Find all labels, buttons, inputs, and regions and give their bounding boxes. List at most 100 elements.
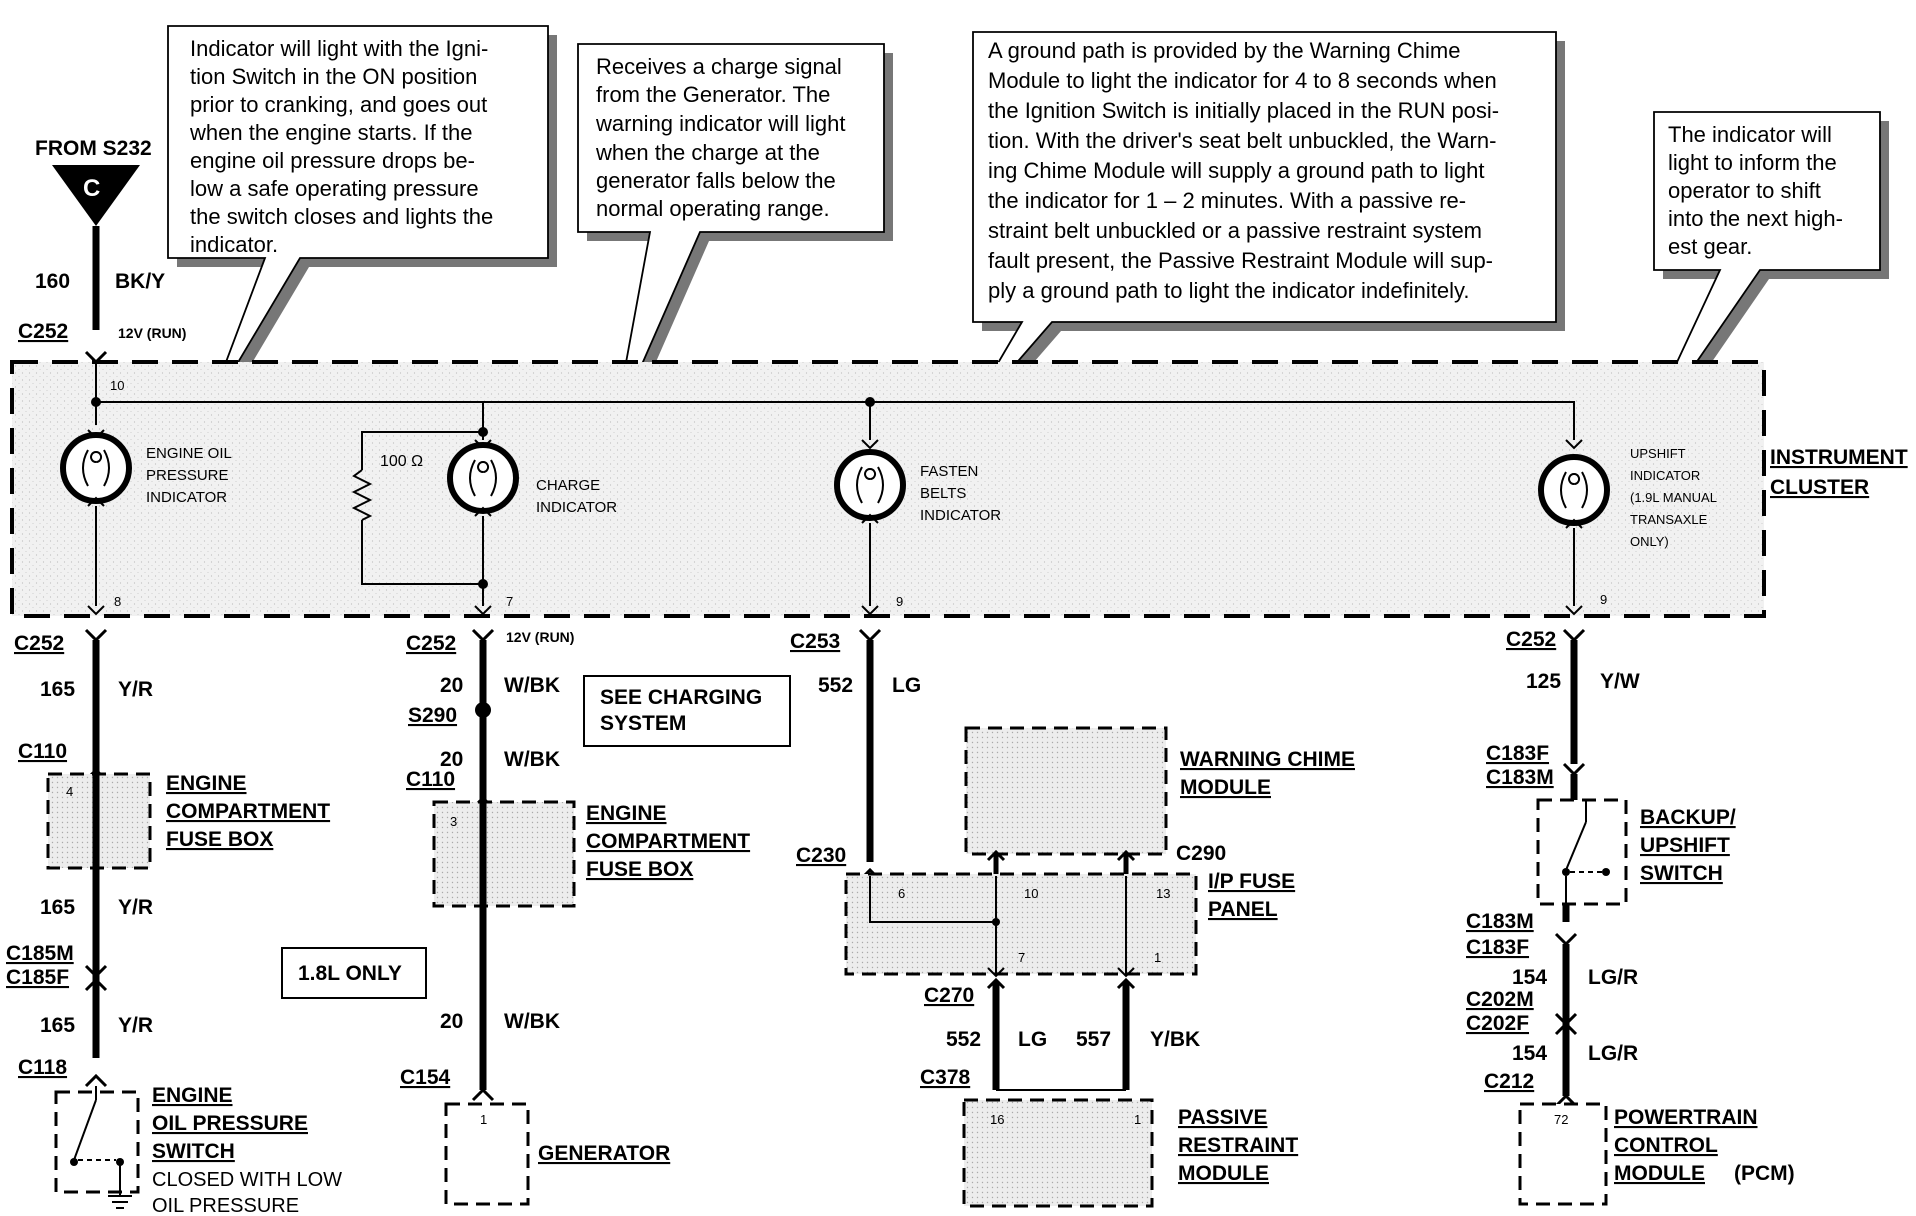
instrument-cluster-label-2: CLUSTER bbox=[1770, 476, 1869, 499]
svg-text:7: 7 bbox=[1018, 950, 1025, 965]
svg-text:W/BK: W/BK bbox=[504, 674, 560, 697]
svg-text:RESTRAINT: RESTRAINT bbox=[1178, 1134, 1298, 1157]
svg-text:SEE CHARGING: SEE CHARGING bbox=[600, 686, 762, 709]
charge-indicator: CHARGE INDICATOR bbox=[447, 439, 617, 517]
svg-text:C154: C154 bbox=[400, 1066, 451, 1089]
svg-text:C185M: C185M bbox=[6, 942, 74, 965]
svg-text:1: 1 bbox=[1154, 950, 1161, 965]
backup-upshift-switch-icon bbox=[1562, 800, 1610, 904]
svg-text:7: 7 bbox=[506, 594, 513, 609]
svg-text:Y/R: Y/R bbox=[118, 1014, 153, 1037]
passive-restraint-module-box bbox=[962, 1098, 1154, 1208]
svg-text:C378: C378 bbox=[920, 1066, 971, 1089]
svg-text:C183M: C183M bbox=[1466, 910, 1534, 933]
svg-text:WARNING CHIME: WARNING CHIME bbox=[1180, 748, 1355, 771]
col2-fuse-box bbox=[432, 800, 576, 908]
svg-text:C110: C110 bbox=[406, 768, 455, 791]
source-from-s232: FROM S232 C 160 BK/Y C252 12V (RUN) bbox=[18, 137, 186, 365]
callout-oil-text: Indicator will light with the Igni- tion… bbox=[189, 36, 499, 257]
svg-text:I/P FUSE: I/P FUSE bbox=[1208, 870, 1295, 893]
wire-160-circuit: 160 bbox=[35, 270, 70, 293]
svg-text:FASTEN: FASTEN bbox=[920, 463, 978, 480]
svg-text:LG: LG bbox=[1018, 1028, 1047, 1051]
fasten-belts-indicator: FASTEN BELTS INDICATOR bbox=[834, 439, 1001, 524]
engine-oil-pressure-indicator: ENGINE OIL PRESSURE INDICATOR bbox=[60, 429, 232, 507]
svg-text:MODULE: MODULE bbox=[1614, 1162, 1705, 1185]
svg-text:INDICATOR: INDICATOR bbox=[1630, 468, 1700, 483]
splice-s290 bbox=[475, 702, 491, 718]
svg-text:154: 154 bbox=[1512, 966, 1547, 989]
svg-text:12V (RUN): 12V (RUN) bbox=[506, 629, 574, 645]
svg-text:COMPARTMENT: COMPARTMENT bbox=[166, 800, 330, 823]
column-fasten-belts: 9 C253 552 LG WARNING CHIME MODULE C230 … bbox=[790, 594, 1355, 1208]
svg-text:TRANSAXLE: TRANSAXLE bbox=[1630, 512, 1708, 527]
backup-upshift-switch-box bbox=[1536, 798, 1628, 906]
svg-text:SWITCH: SWITCH bbox=[1640, 862, 1723, 885]
svg-text:W/BK: W/BK bbox=[504, 748, 560, 771]
svg-text:SYSTEM: SYSTEM bbox=[600, 712, 686, 735]
svg-text:557: 557 bbox=[1076, 1028, 1111, 1051]
svg-text:C270: C270 bbox=[924, 984, 974, 1007]
cluster-pin-10: 10 bbox=[110, 378, 124, 393]
wire-160-color: BK/Y bbox=[115, 270, 165, 293]
column-charge: 7 12V (RUN) C252 20 W/BK S290 20 W/BK C1… bbox=[281, 594, 791, 1206]
svg-text:165: 165 bbox=[40, 896, 75, 919]
svg-text:125: 125 bbox=[1526, 670, 1561, 693]
svg-text:UPSHIFT: UPSHIFT bbox=[1640, 834, 1730, 857]
svg-text:OIL PRESSURE: OIL PRESSURE bbox=[152, 1112, 308, 1135]
column-oil-pressure: 8 C252 165 Y/R C110 4 ENGINE COMPARTMENT… bbox=[6, 594, 342, 1216]
instrument-cluster-label-1: INSTRUMENT bbox=[1770, 446, 1908, 469]
svg-text:W/BK: W/BK bbox=[504, 1010, 560, 1033]
svg-text:S290: S290 bbox=[408, 704, 457, 727]
svg-text:C290: C290 bbox=[1176, 842, 1226, 865]
svg-text:ENGINE OIL: ENGINE OIL bbox=[146, 445, 232, 462]
upshift-bulb-icon bbox=[1538, 454, 1610, 526]
svg-text:1.8L ONLY: 1.8L ONLY bbox=[298, 962, 402, 985]
belts-bulb-icon bbox=[834, 449, 906, 521]
svg-text:SWITCH: SWITCH bbox=[152, 1140, 235, 1163]
svg-text:UPSHIFT: UPSHIFT bbox=[1630, 446, 1686, 461]
generator-box bbox=[444, 1102, 530, 1206]
svg-text:INDICATOR: INDICATOR bbox=[536, 499, 617, 516]
ip-fuse-panel-box bbox=[844, 872, 1198, 976]
svg-text:(1.9L MANUAL: (1.9L MANUAL bbox=[1630, 490, 1717, 505]
svg-text:BACKUP/: BACKUP/ bbox=[1640, 806, 1736, 829]
svg-text:C202F: C202F bbox=[1466, 1012, 1529, 1035]
svg-text:C253: C253 bbox=[790, 630, 840, 653]
resistor-label: 100 Ω bbox=[380, 453, 423, 470]
svg-text:20: 20 bbox=[440, 1010, 463, 1033]
svg-text:9: 9 bbox=[1600, 592, 1607, 607]
svg-text:(PCM): (PCM) bbox=[1734, 1162, 1795, 1185]
svg-text:C183M: C183M bbox=[1486, 766, 1554, 789]
svg-text:MODULE: MODULE bbox=[1180, 776, 1271, 799]
svg-text:552: 552 bbox=[946, 1028, 981, 1051]
svg-text:COMPARTMENT: COMPARTMENT bbox=[586, 830, 750, 853]
svg-text:C212: C212 bbox=[1484, 1070, 1534, 1093]
oil-pressure-switch-icon bbox=[70, 1086, 132, 1209]
column-upshift: 9 C252 125 Y/W C183F C183M BACKUP/ UPSHI… bbox=[1466, 592, 1795, 1206]
callout-chime-text: A ground path is provided by the Warning… bbox=[988, 38, 1505, 303]
svg-text:PRESSURE: PRESSURE bbox=[146, 467, 229, 484]
svg-text:Y/R: Y/R bbox=[118, 896, 153, 919]
svg-text:72: 72 bbox=[1554, 1112, 1568, 1127]
svg-text:165: 165 bbox=[40, 678, 75, 701]
svg-text:165: 165 bbox=[40, 1014, 75, 1037]
svg-text:INDICATOR: INDICATOR bbox=[146, 489, 227, 506]
upshift-indicator: UPSHIFT INDICATOR (1.9L MANUAL TRANSAXLE… bbox=[1538, 439, 1717, 549]
svg-text:C110: C110 bbox=[18, 740, 67, 763]
svg-text:20: 20 bbox=[440, 748, 463, 771]
svg-text:BELTS: BELTS bbox=[920, 485, 966, 502]
svg-text:6: 6 bbox=[898, 886, 905, 901]
svg-text:154: 154 bbox=[1512, 1042, 1547, 1065]
pcm-box bbox=[1518, 1102, 1608, 1206]
svg-text:PANEL: PANEL bbox=[1208, 898, 1278, 921]
connector-c252-top: C252 bbox=[18, 320, 68, 343]
svg-text:Y/W: Y/W bbox=[1600, 670, 1640, 693]
svg-text:16: 16 bbox=[990, 1112, 1004, 1127]
svg-text:ENGINE: ENGINE bbox=[152, 1084, 233, 1107]
svg-text:CONTROL: CONTROL bbox=[1614, 1134, 1718, 1157]
resistor-100-ohm: 100 Ω bbox=[351, 431, 488, 589]
svg-text:C183F: C183F bbox=[1466, 936, 1529, 959]
cluster-bus bbox=[95, 362, 1575, 440]
